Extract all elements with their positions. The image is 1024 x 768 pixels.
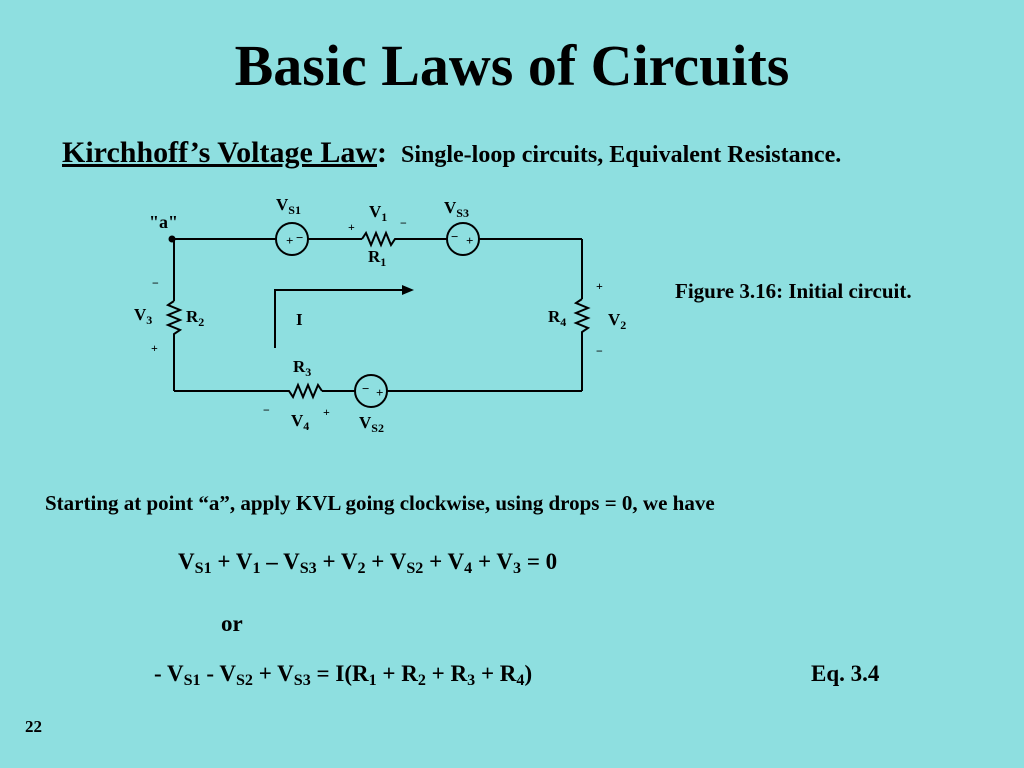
label-r1: R1 bbox=[368, 247, 386, 269]
current-arrow bbox=[274, 289, 406, 348]
v3-minus: − bbox=[152, 276, 159, 290]
v3-plus: + bbox=[151, 341, 158, 355]
page-number: 22 bbox=[25, 717, 42, 736]
v2-minus: − bbox=[596, 344, 603, 358]
label-vs3: VS3 bbox=[444, 198, 469, 220]
resistance-equation: - VS1 - VS2 + VS3 = I(R1 + R2 + R3 + R4) bbox=[154, 661, 533, 690]
source-vs3 bbox=[446, 222, 480, 256]
label-vs2: VS2 bbox=[359, 413, 384, 435]
vs3-minus: − bbox=[451, 229, 458, 244]
vs3-plus: + bbox=[466, 233, 473, 248]
vs2-minus: − bbox=[362, 381, 369, 396]
point-a-dot bbox=[168, 235, 176, 243]
slide-subtitle: Kirchhoff’s Voltage Law: Single-loop circ… bbox=[62, 136, 841, 170]
label-v3: V3 bbox=[134, 305, 152, 327]
source-vs1 bbox=[275, 222, 309, 256]
circuit-wires bbox=[165, 222, 591, 408]
kvl-equation: VS1 + V1 – VS3 + V2 + VS2 + V4 + V3 = 0 bbox=[178, 549, 558, 578]
v1-minus: − bbox=[400, 216, 407, 230]
source-vs2 bbox=[354, 374, 388, 408]
resistor-r1 bbox=[361, 230, 398, 248]
resistor-r3 bbox=[286, 382, 323, 400]
equation-number: Eq. 3.4 bbox=[811, 661, 880, 686]
intro-text: Starting at point “a”, apply KVL going c… bbox=[45, 491, 715, 515]
point-a-label: "a" bbox=[149, 212, 178, 232]
slide-title: Basic Laws of Circuits bbox=[234, 33, 790, 98]
label-r2: R2 bbox=[186, 307, 204, 329]
vs1-minus: − bbox=[296, 230, 303, 245]
label-current: I bbox=[296, 310, 303, 329]
resistor-r4 bbox=[573, 298, 591, 335]
vs1-plus: + bbox=[286, 233, 293, 248]
label-v1: V1 bbox=[369, 202, 387, 224]
resistor-r2 bbox=[165, 300, 183, 337]
subtitle-colon: : bbox=[377, 136, 387, 169]
label-v4: V4 bbox=[291, 411, 309, 433]
v2-plus: + bbox=[596, 279, 603, 293]
label-vs1: VS1 bbox=[276, 195, 301, 217]
label-r4: R4 bbox=[548, 307, 566, 329]
vs2-plus: + bbox=[376, 385, 383, 400]
or-text: or bbox=[221, 611, 243, 636]
label-r3: R3 bbox=[293, 357, 311, 379]
subtitle-description: Single-loop circuits, Equivalent Resista… bbox=[401, 142, 842, 168]
subtitle-law: Kirchhoff’s Voltage Law bbox=[62, 136, 377, 169]
label-v2: V2 bbox=[608, 310, 626, 332]
v1-plus: + bbox=[348, 220, 355, 234]
v4-plus: + bbox=[323, 405, 330, 419]
v4-minus: − bbox=[263, 403, 270, 417]
current-arrowhead bbox=[402, 285, 414, 295]
figure-caption: Figure 3.16: Initial circuit. bbox=[675, 279, 912, 303]
